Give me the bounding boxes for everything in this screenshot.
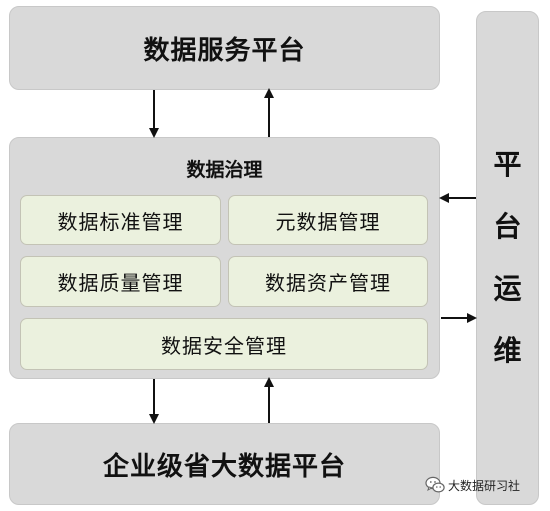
data-standards-management-label: 数据标准管理 xyxy=(57,209,184,234)
metadata-management-label: 元数据管理 xyxy=(275,209,381,234)
data-security-management-label: 数据安全管理 xyxy=(161,333,287,358)
platform-operations-char-3: 运 xyxy=(493,272,522,305)
data-asset-management-label: 数据资产管理 xyxy=(265,271,391,295)
watermark-label: 大数据研习社 xyxy=(448,478,521,493)
data-standards-management-box: 数据标准管理 xyxy=(20,195,221,245)
wechat-icon xyxy=(424,474,446,496)
platform-operations-box: 平 台 运 维 xyxy=(476,11,539,505)
data-governance-title: 数据治理 xyxy=(186,159,263,181)
data-security-management-box: 数据安全管理 xyxy=(20,318,428,370)
data-service-platform-box: 数据服务平台 xyxy=(9,6,440,90)
enterprise-big-data-platform-box: 企业级省大数据平台 xyxy=(9,423,440,505)
data-service-platform-label: 数据服务平台 xyxy=(143,35,306,66)
data-quality-management-label: 数据质量管理 xyxy=(57,271,184,295)
platform-operations-char-2: 台 xyxy=(493,210,522,243)
watermark: 大数据研习社 xyxy=(424,474,520,496)
platform-operations-char-1: 平 xyxy=(493,148,522,181)
metadata-management-box: 元数据管理 xyxy=(228,195,428,245)
platform-operations-char-4: 维 xyxy=(493,334,522,367)
data-quality-management-box: 数据质量管理 xyxy=(20,256,221,307)
data-asset-management-box: 数据资产管理 xyxy=(228,256,428,307)
enterprise-big-data-platform-label: 企业级省大数据平台 xyxy=(102,451,346,482)
